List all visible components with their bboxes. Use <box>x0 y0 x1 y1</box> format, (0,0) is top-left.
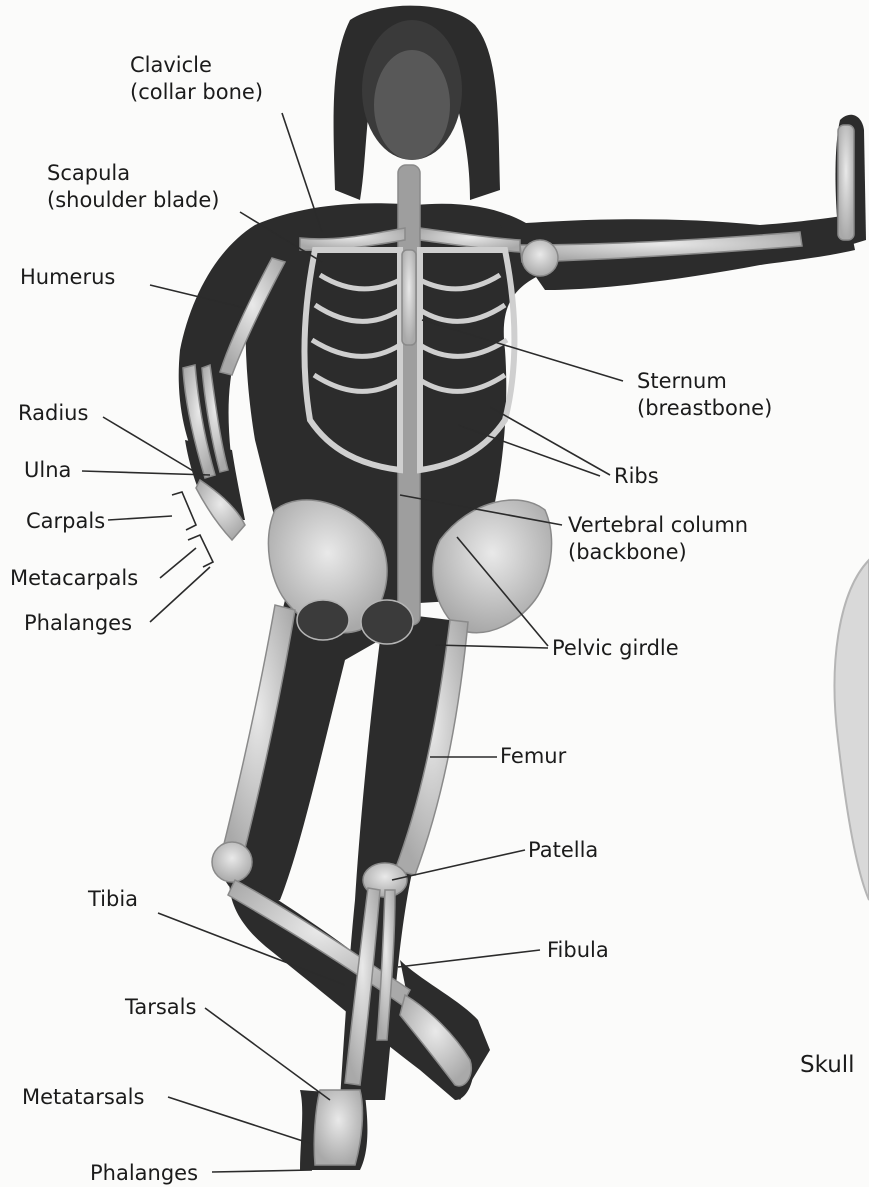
metacarpals-leader <box>160 548 196 578</box>
scapula-label-line2: (shoulder blade) <box>47 187 219 214</box>
tibia-label: Tibia <box>88 886 138 913</box>
humerus-label: Humerus <box>20 264 115 291</box>
ulna-label: Ulna <box>24 457 71 484</box>
clavicle-label-line2: (collar bone) <box>130 79 263 106</box>
carpals-leader <box>108 516 172 520</box>
phalanges-hand-label: Phalanges <box>24 610 132 637</box>
sternum-label: Sternum (breastbone) <box>637 368 772 422</box>
phalanges-foot-label: Phalanges <box>90 1160 198 1187</box>
scapula-label: Scapula (shoulder blade) <box>47 160 219 214</box>
femur-label: Femur <box>500 743 566 770</box>
metacarpals-label: Metacarpals <box>10 565 138 592</box>
sternum-label-line2: (breastbone) <box>637 395 772 422</box>
skull-label: Skull <box>800 1052 855 1079</box>
ribs-leader-1 <box>490 407 610 475</box>
metatarsals-label: Metatarsals <box>22 1084 144 1111</box>
fibula-label: Fibula <box>547 937 609 964</box>
carpals-bracket <box>172 492 196 530</box>
patella-label: Patella <box>528 837 598 864</box>
vertebral-label-line2: (backbone) <box>568 539 748 566</box>
skull-partial-illustration <box>835 560 869 900</box>
ribs-label: Ribs <box>614 463 659 490</box>
vertebral-label: Vertebral column (backbone) <box>568 512 748 566</box>
scapula-label-line1: Scapula <box>47 160 219 187</box>
metatarsals-leader <box>168 1097 312 1144</box>
phalanges-hand-leader <box>150 567 210 622</box>
carpals-label: Carpals <box>26 508 105 535</box>
sternum-label-line1: Sternum <box>637 368 772 395</box>
clavicle-label: Clavicle (collar bone) <box>130 52 263 106</box>
pelvic-label: Pelvic girdle <box>552 635 679 662</box>
radius-label: Radius <box>18 400 88 427</box>
fibula-leader <box>398 950 540 967</box>
tarsals-leader <box>205 1008 330 1100</box>
tarsals-label: Tarsals <box>125 994 196 1021</box>
ulna-leader <box>82 471 210 475</box>
phalanges-foot-leader <box>212 1170 312 1172</box>
clavicle-label-line1: Clavicle <box>130 52 263 79</box>
vertebral-label-line1: Vertebral column <box>568 512 748 539</box>
